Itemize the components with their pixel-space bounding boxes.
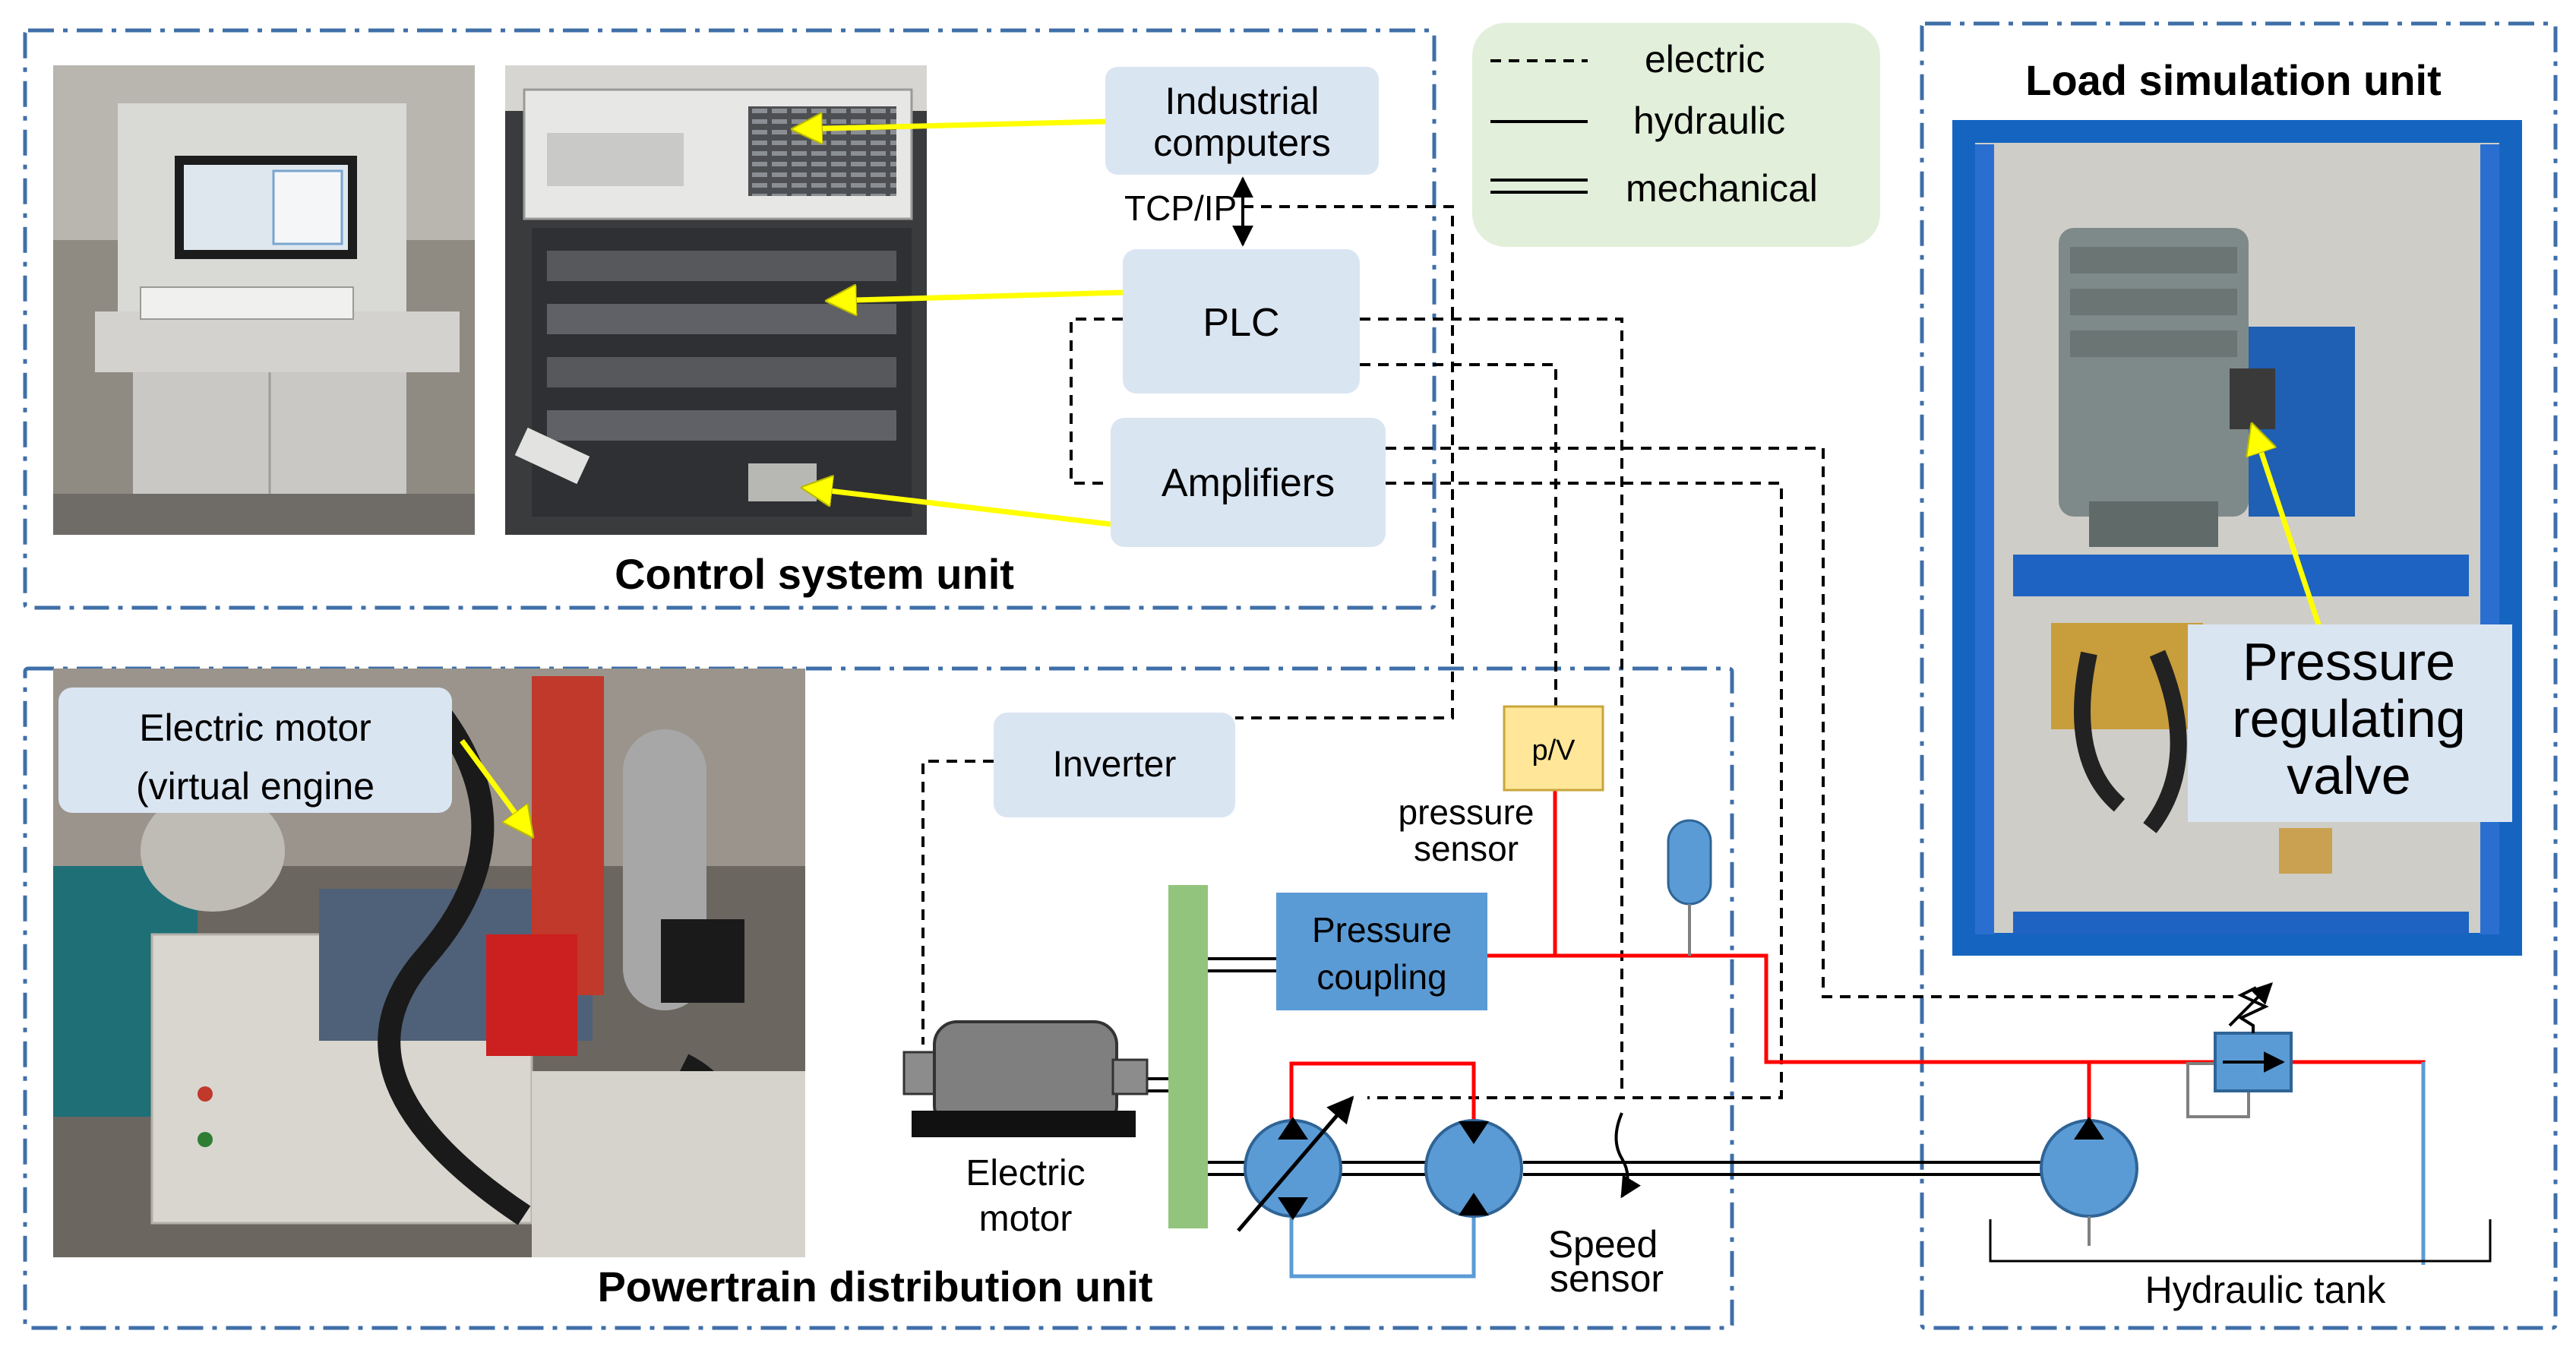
pressure-sensor-pv: p/V [1503,705,1604,792]
inverter-box: Inverter [994,713,1235,817]
industrial-computers-box: Industrial computers [1105,67,1379,175]
legend-electric-label: electric [1645,38,1765,81]
industrial-computers-label-2: computers [1153,122,1330,164]
hydraulic-return-lines [1289,1062,2426,1279]
electric-motor-callout-box: Electric motor (virtual engine [58,688,452,813]
inverter-label: Inverter [1053,744,1177,785]
amplifiers-box: Amplifiers [1111,418,1386,547]
control-system-unit-frame [23,28,1437,610]
hydraulic-tank-bracket [1989,1219,2492,1263]
speed-sensor-label-2: sensor [1550,1257,1664,1300]
speed-sensor-icon [1614,1112,1641,1199]
pressure-coupling-label-2: coupling [1316,957,1446,997]
industrial-computers-label-1: Industrial [1165,80,1320,122]
accumulator-icon [1667,819,1712,956]
prv-callout-label-1: Pressure [2243,632,2455,691]
tcpip-label: TCP/IP [1124,188,1237,228]
powertrain-unit-title: Powertrain distribution unit [597,1263,1152,1310]
control-unit-title: Control system unit [615,550,1014,598]
powertrain-unit-frame [23,666,1734,1330]
load-rig-photo [1952,120,2522,956]
pressure-sensor-label-1: pressure [1399,792,1535,832]
transmission-shaft [1168,885,1208,1228]
relief-valve-icon [2214,982,2293,1092]
prv-callout-label-2: regulating [2232,689,2465,748]
mechanical-shafts [1147,957,2051,1176]
photo-pointer-arrows [460,122,2334,836]
pressure-sensor-label-2: sensor [1414,829,1519,868]
load-simulation-unit-frame [1920,21,2558,1330]
electric-motor-callout-label-1: Electric motor [139,707,371,749]
amplifiers-label: Amplifiers [1162,461,1335,505]
prv-callout-label-3: valve [2287,746,2410,805]
plc-label: PLC [1203,301,1279,345]
pv-label: p/V [1531,735,1576,767]
hydraulic-tank-label: Hydraulic tank [2145,1269,2387,1311]
legend-hydraulic-label: hydraulic [1633,100,1785,142]
speed-sensor-label-1: Speed [1548,1223,1658,1266]
plc-box: PLC [1123,249,1360,394]
legend: electric hydraulic mechanical [1472,23,1880,247]
pressure-regulating-valve-callout-box: Pressure regulating valve [2188,624,2512,822]
console-photo [53,65,475,535]
load-unit-title: Load simulation unit [2025,56,2442,104]
hydraulic-motor-icon [1424,1119,1523,1218]
pressure-coupling-box: Pressure coupling [1276,893,1487,1010]
variable-pump-icon [1237,1095,1354,1232]
legend-mechanical-label: mechanical [1626,167,1818,210]
electric-motor-icon [902,1020,1149,1137]
pressure-coupling-label-1: Pressure [1312,910,1452,950]
electric-signal-lines [921,176,2239,1099]
electric-motor-callout-label-2: (virtual engine [136,765,375,808]
electric-motor-label-1: Electric [966,1153,1085,1193]
relief-valve-drain-line [2186,1062,2250,1118]
electric-motor-label-2: motor [979,1199,1073,1239]
load-pump-icon [2040,1117,2138,1246]
